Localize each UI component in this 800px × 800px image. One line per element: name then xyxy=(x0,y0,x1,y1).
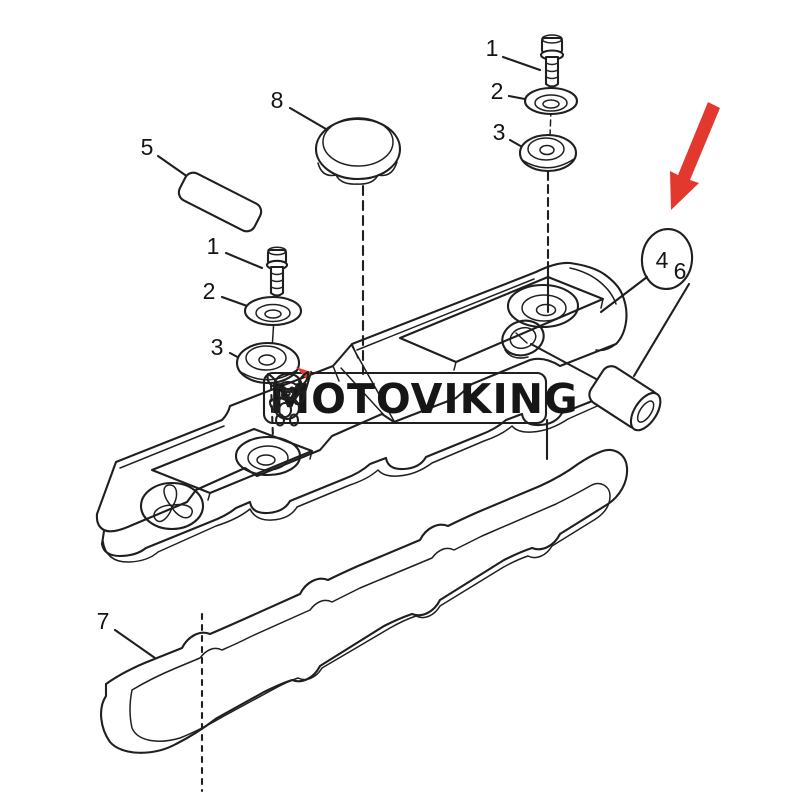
callout-grommet-left: 3 xyxy=(211,334,224,360)
bolt-right-drawing xyxy=(539,34,565,88)
bolt-left-drawing xyxy=(265,246,289,297)
viking-dog-mascot-icon xyxy=(266,367,313,427)
callout-bolt-right: 1 xyxy=(486,35,499,61)
washer-right-drawing xyxy=(523,86,579,116)
cover-emblem xyxy=(139,481,205,531)
callout-bolt-left: 1 xyxy=(207,233,220,259)
callout-grommet-right: 3 xyxy=(493,119,506,145)
watermark-text: MOTOVIKING xyxy=(269,375,578,423)
callout-filler-cap: 8 xyxy=(271,87,284,113)
plate-drawing xyxy=(177,171,263,233)
callout-gasket: 7 xyxy=(97,608,110,634)
filler-cap-drawing xyxy=(314,117,402,185)
callout-washer-left: 2 xyxy=(203,278,216,304)
callout-washer-right: 2 xyxy=(491,78,504,104)
callout-breather-tube: 6 xyxy=(674,258,687,284)
highlight-group: 4 xyxy=(640,102,720,290)
watermark-band: MOTOVIKING xyxy=(262,367,578,427)
highlight-circle xyxy=(640,228,694,290)
assembly-axis-lines xyxy=(200,109,552,793)
breather-tube-drawing xyxy=(588,365,662,432)
callout-labels: 1 2 3 8 5 1 2 3 6 7 xyxy=(97,35,687,634)
valve-cover-drawing xyxy=(95,261,628,563)
red-arrow-icon xyxy=(670,102,720,210)
leader-lines xyxy=(113,55,691,660)
breather-port xyxy=(501,319,545,359)
grommet-right-drawing xyxy=(518,133,578,173)
washer-left-drawing xyxy=(243,295,303,327)
callout-plate: 5 xyxy=(141,134,154,160)
callout-valve-cover: 4 xyxy=(656,247,669,273)
gasket-drawing xyxy=(100,448,629,754)
